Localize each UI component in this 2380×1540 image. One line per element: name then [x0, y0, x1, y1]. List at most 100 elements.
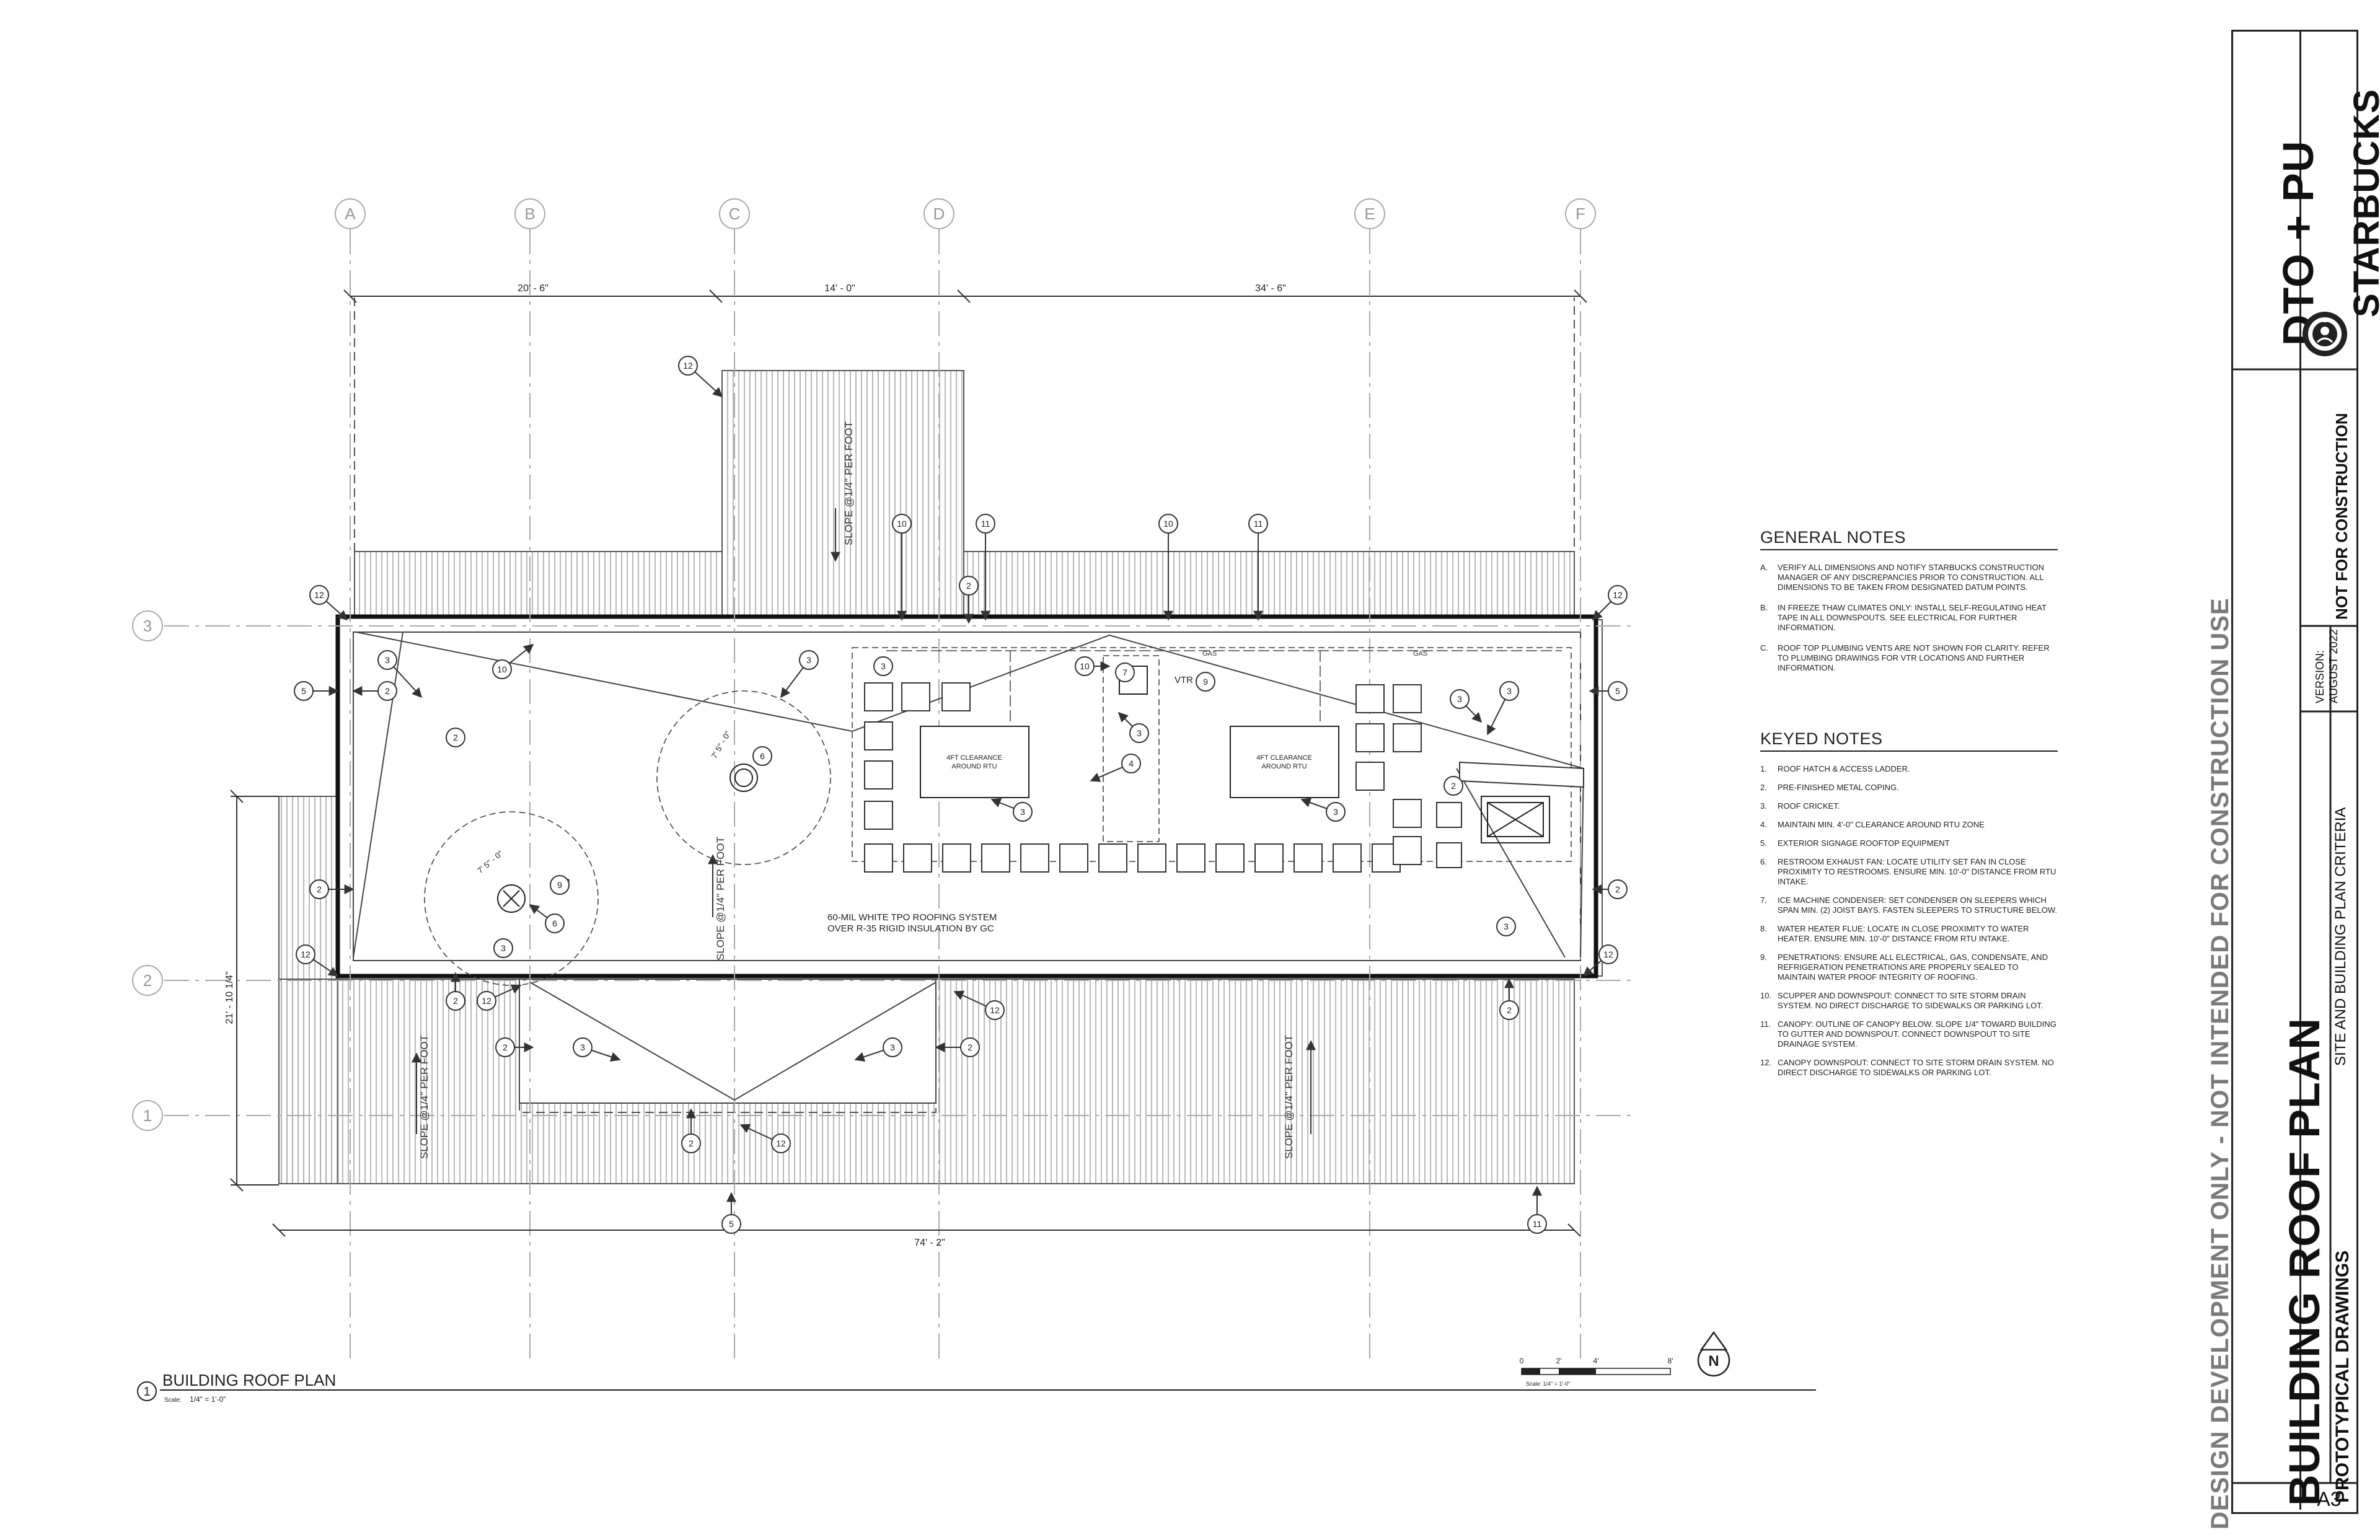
- keynote-tag-number: 12: [776, 1138, 786, 1148]
- keyed-note-key: 12.: [1760, 1058, 1772, 1067]
- keyed-note-item: 1.ROOF HATCH & ACCESS LADDER.: [1760, 764, 2058, 774]
- keynote-tag-number: 9: [557, 880, 562, 890]
- view-title-block: 1 BUILDING ROOF PLAN Scale: 1/4" = 1'-0": [137, 1371, 1816, 1404]
- keynote-tag-bubble: [1450, 689, 1470, 709]
- keyed-note-key: 4.: [1760, 820, 1767, 829]
- keynote-tag-number: 3: [501, 943, 506, 953]
- rtu-east: [1230, 726, 1339, 798]
- view-title: BUILDING ROOF PLAN: [162, 1371, 336, 1389]
- rtu-east-label-2: AROUND RTU: [1261, 763, 1307, 770]
- version-value: AUGUST 2022: [2327, 629, 2340, 703]
- dim-top-3: 34' - 6": [1255, 283, 1286, 294]
- keyed-note-key: 7.: [1760, 895, 1767, 905]
- keyed-note-key: 1.: [1760, 764, 1767, 773]
- keyed-note-text: MAINTAIN MIN. 4'-0" CLEARANCE AROUND RTU…: [1778, 820, 1985, 829]
- keyed-note-key: 5.: [1760, 838, 1767, 848]
- rtu-west-label-2: AROUND RTU: [951, 763, 997, 770]
- keynote-tag-number: 12: [1603, 949, 1613, 959]
- keynote-tag-bubble: [294, 681, 314, 701]
- rtu-east-label-1: 4FT CLEARANCE: [1256, 754, 1312, 762]
- keynote-tag-bubble: [309, 585, 329, 605]
- vtr-label-east: VTR: [1175, 675, 1193, 685]
- keyed-note-item: 7.ICE MACHINE CONDENSER: SET CONDENSER O…: [1760, 895, 2058, 915]
- keyed-note-item: 12.CANOPY DOWNSPOUT: CONNECT TO SITE STO…: [1760, 1058, 2058, 1078]
- keynote-tag-number: 9: [1203, 677, 1208, 687]
- keynote-tag-number: 5: [1615, 686, 1620, 696]
- keynote-tag-bubble: [492, 659, 512, 679]
- starbucks-siren-logo-icon: [2303, 312, 2347, 356]
- keynote-tag-number: 3: [1137, 728, 1142, 738]
- disclaimer-text: DESIGN DEVELOPMENT ONLY - NOT INTENDED F…: [2206, 597, 2234, 1529]
- keyed-note-key: 6.: [1760, 857, 1767, 866]
- canopy-west-top-hatch: [354, 551, 723, 620]
- version-label: VERSION:: [2314, 649, 2326, 703]
- keynote-tag-number: 2: [385, 686, 390, 696]
- drawing-subset-name: SITE AND BUILDING PLAN CRITERIA: [2332, 807, 2349, 1066]
- grid-labels: A B C D E F 3 2 1: [143, 205, 1585, 1125]
- keyed-note-key: 11.: [1760, 1019, 1771, 1029]
- rtu-units: [920, 666, 1339, 798]
- keynote-tag-bubble: [1443, 776, 1463, 796]
- keynote-tag-number: 2: [966, 581, 971, 591]
- keynote-tag-number: 6: [552, 918, 557, 928]
- general-notes: GENERAL NOTES A.VERIFY ALL DIMENSIONS AN…: [1760, 528, 2058, 684]
- keynote-tag-number: 12: [301, 949, 311, 959]
- keynote-tag-bubble: [1496, 917, 1516, 936]
- keyed-note-item: 9.PENETRATIONS: ENSURE ALL ELECTRICAL, G…: [1760, 953, 2058, 982]
- grid-col-a: A: [345, 205, 356, 223]
- gas-label-2: GAS: [1413, 650, 1427, 658]
- keynote-tag-bubble: [477, 991, 496, 1011]
- dim-top-2: 14' - 0": [824, 283, 855, 294]
- exhaust-fan-icon: [497, 884, 526, 913]
- keynote-tag-number: 4: [1129, 759, 1134, 768]
- keynote-tag-bubble: [959, 576, 979, 596]
- keynote-tag-number: 6: [760, 751, 765, 761]
- keynote-tag-bubble: [550, 875, 570, 895]
- keynote-tag-bubble: [309, 879, 329, 899]
- general-note-text: IN FREEZE THAW CLIMATES ONLY: INSTALL SE…: [1778, 603, 2047, 632]
- keynote-tag-bubble: [678, 356, 698, 376]
- title-block-dividers: [2231, 368, 2358, 1484]
- keynote-tag-number: 12: [314, 590, 324, 600]
- dimension-lines: [230, 289, 1587, 1237]
- keynote-tag-bubble: [1598, 944, 1618, 964]
- roof-coping-inner: [353, 631, 1581, 961]
- keynote-tag-number: 3: [1020, 807, 1025, 817]
- keynote-tag-bubble: [976, 514, 995, 534]
- keyed-note-text: ROOF CRICKET.: [1778, 801, 1840, 811]
- general-notes-list: A.VERIFY ALL DIMENSIONS AND NOTIFY STARB…: [1760, 563, 2058, 673]
- keynote-tag-number: 2: [1615, 884, 1620, 894]
- keynote-tag-number: 12: [1613, 590, 1623, 600]
- keyed-note-key: 2.: [1760, 783, 1767, 792]
- grid-bubbles: [132, 198, 1596, 1131]
- keyed-note-key: 10.: [1760, 991, 1772, 1000]
- title-block-main-column: [2233, 32, 2301, 1510]
- keyed-note-item: 10. SCUPPER AND DOWNSPOUT: CONNECT TO SIT…: [1760, 991, 2058, 1011]
- keynote-tag-bubble: [883, 1037, 902, 1057]
- keynote-tag-bubble: [752, 746, 772, 766]
- keynote-tag-bubble: [1115, 662, 1135, 682]
- keyed-note-item: 11.CANOPY: OUTLINE OF CANOPY BELOW. SLOP…: [1760, 1019, 2058, 1049]
- rtu-west-label-1: 4FT CLEARANCE: [946, 754, 1002, 762]
- keynote-tag-bubble: [771, 1133, 791, 1153]
- keyed-note-item: 3.ROOF CRICKET.: [1760, 801, 2058, 811]
- keyed-note-item: 5.EXTERIOR SIGNAGE ROOFTOP EQUIPMENT: [1760, 838, 2058, 848]
- roofing-note-1: 60-MIL WHITE TPO ROOFING SYSTEM: [827, 912, 997, 923]
- roofing-note-2: OVER R-35 RIGID INSULATION BY GC: [827, 923, 994, 934]
- general-note-key: B.: [1760, 603, 1768, 612]
- slope-label-main: SLOPE @1/4" PER FOOT: [715, 837, 726, 961]
- view-scale-label: Scale:: [164, 1397, 182, 1404]
- keyed-note-item: 4. MAINTAIN MIN. 4'-0" CLEARANCE AROUND R…: [1760, 820, 2058, 830]
- general-note-text: VERIFY ALL DIMENSIONS AND NOTIFY STARBUC…: [1778, 563, 2045, 592]
- keynote-tag-number: 3: [1507, 686, 1512, 696]
- drawing-set-name: PROTOTYPICAL DRAWINGS: [2332, 1250, 2353, 1503]
- drawing-title: BUILDING ROOF PLAN: [2280, 1018, 2329, 1506]
- gas-label-1: GAS: [1202, 650, 1217, 658]
- scale-tick-4: 4': [1593, 1357, 1599, 1365]
- canopy-north-hatch: [721, 370, 964, 620]
- grid-col-d: D: [933, 205, 945, 223]
- keyed-note-text: SCUPPER AND DOWNSPOUT: CONNECT TO SITE S…: [1778, 991, 2043, 1010]
- grid-col-f: F: [1576, 205, 1585, 223]
- title-block: [2231, 30, 2358, 1514]
